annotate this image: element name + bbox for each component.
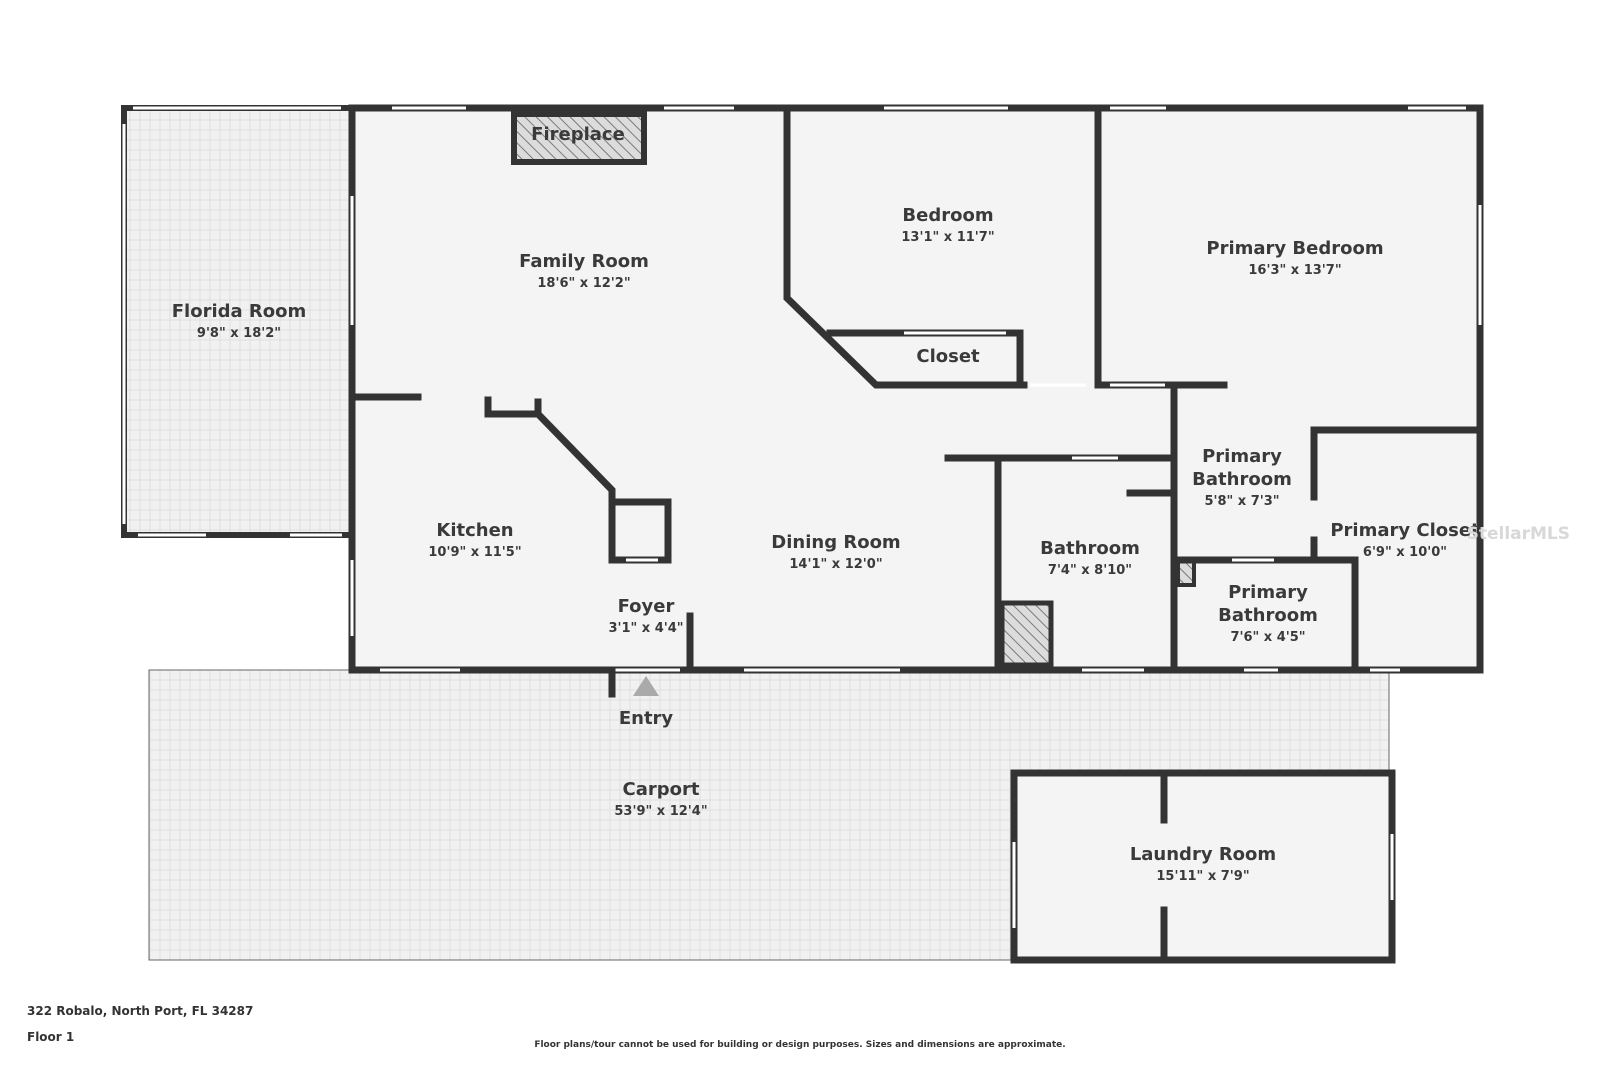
fireplace-label: Fireplace xyxy=(531,124,625,145)
kitchen-name: Kitchen xyxy=(436,520,513,541)
family-room-name: Family Room xyxy=(519,251,649,272)
interior-walls xyxy=(348,108,1484,698)
dining-room-dim: 14'1" x 12'0" xyxy=(789,557,882,572)
bathroom-dim: 7'4" x 8'10" xyxy=(1048,563,1132,578)
florida-room-walls xyxy=(121,105,355,538)
bedroom-dim: 13'1" x 11'7" xyxy=(901,230,994,245)
primary-bedroom-name: Primary Bedroom xyxy=(1206,238,1383,259)
family-room-dim: 18'6" x 12'2" xyxy=(537,276,630,291)
dining-room-name: Dining Room xyxy=(771,532,900,553)
primary-bath2-name1: Primary xyxy=(1228,582,1308,603)
primary-closet-dim: 6'9" x 10'0" xyxy=(1363,545,1447,560)
laundry-room-dim: 15'11" x 7'9" xyxy=(1156,869,1249,884)
laundry-walls xyxy=(1010,769,1396,964)
florida-room-dim: 9'8" x 18'2" xyxy=(197,326,281,341)
entry-label: Entry xyxy=(619,708,674,729)
primary-bedroom-dim: 16'3" x 13'7" xyxy=(1248,263,1341,278)
primary-bath1-name2: Bathroom xyxy=(1192,469,1292,490)
bedroom-name: Bedroom xyxy=(902,205,993,226)
primary-bath1-dim: 5'8" x 7'3" xyxy=(1204,494,1279,509)
laundry-room-name: Laundry Room xyxy=(1130,844,1276,865)
foyer-name: Foyer xyxy=(618,596,675,617)
fireplace-shape xyxy=(511,111,647,165)
watermark: StellarMLS xyxy=(1466,524,1570,544)
kitchen-dim: 10'9" x 11'5" xyxy=(428,545,521,560)
disclaimer-text: Floor plans/tour cannot be used for buil… xyxy=(534,1040,1066,1050)
primary-bath1-name1: Primary xyxy=(1202,446,1282,467)
small-hatch xyxy=(1176,558,1196,587)
bathroom-hatch xyxy=(999,600,1054,668)
outer-walls xyxy=(348,104,1484,674)
florida-room-name: Florida Room xyxy=(172,301,307,322)
primary-bath2-dim: 7'6" x 4'5" xyxy=(1230,630,1305,645)
laundry-floor xyxy=(1014,773,1389,960)
closet-name: Closet xyxy=(916,346,980,367)
entry-arrow-icon xyxy=(633,676,659,696)
primary-bath2-name2: Bathroom xyxy=(1218,605,1318,626)
address-text: 322 Robalo, North Port, FL 34287 xyxy=(27,1004,254,1018)
floor-label: Floor 1 xyxy=(27,1030,75,1044)
carport-name: Carport xyxy=(623,779,700,800)
primary-closet-name: Primary Closet xyxy=(1330,520,1480,541)
florida-room-floor xyxy=(124,108,350,533)
carport-dim: 53'9" x 12'4" xyxy=(614,804,707,819)
foyer-dim: 3'1" x 4'4" xyxy=(608,621,683,636)
bathroom-name: Bathroom xyxy=(1040,538,1140,559)
